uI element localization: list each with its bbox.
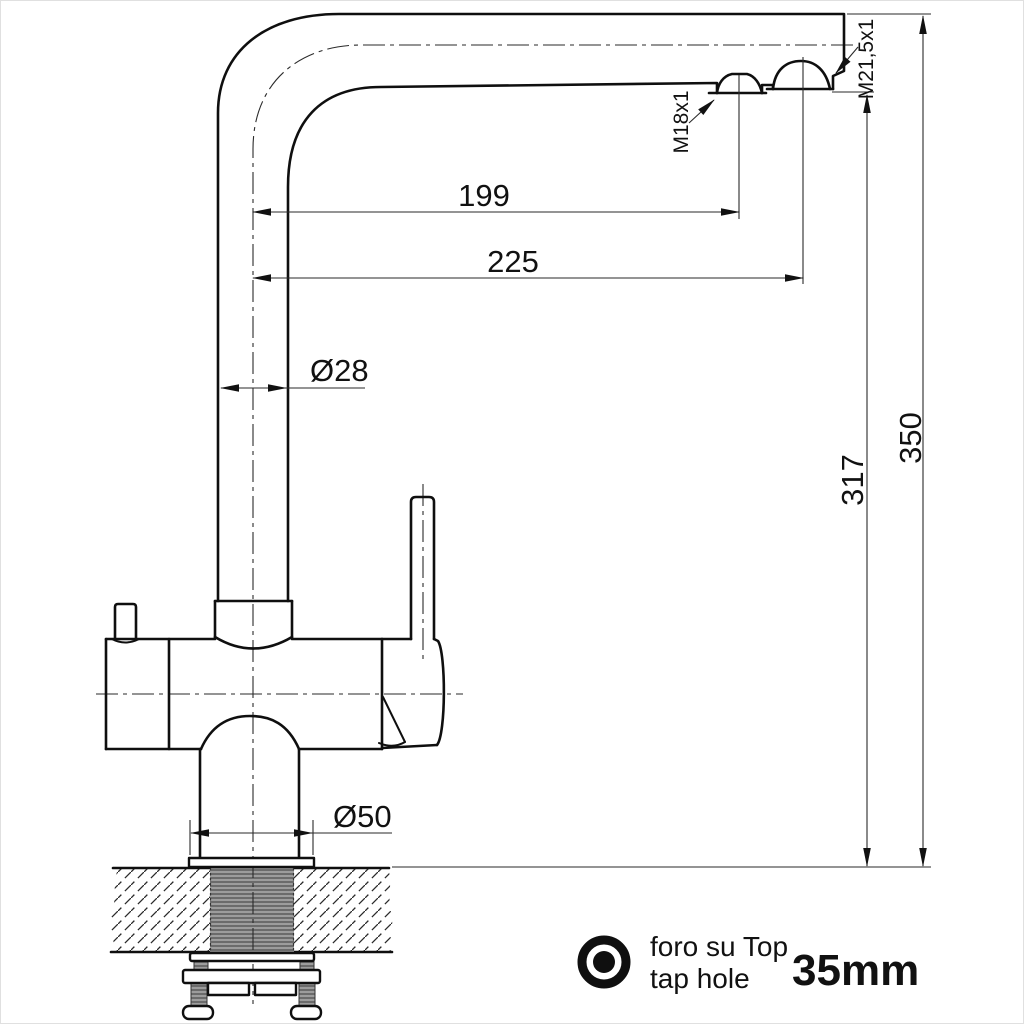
dim-label-d28: Ø28 <box>310 353 369 388</box>
centerlines <box>96 44 853 1004</box>
bracket-box-right <box>253 981 298 997</box>
dimension-350: 350 <box>893 15 928 867</box>
mounting-hardware <box>181 951 323 1021</box>
riser-collar <box>213 599 294 650</box>
body-dome <box>199 714 301 751</box>
threaded-shank <box>209 868 295 952</box>
dim-label-225: 225 <box>487 244 539 279</box>
mounting-stud-right <box>298 982 316 1009</box>
legend-hole-size: 35mm <box>792 946 919 995</box>
dim-label-d50: Ø50 <box>333 799 392 834</box>
thread-callout-m21: M21,5x1 <box>835 19 878 100</box>
bracket-box-left <box>206 981 251 997</box>
tap-hole-icon <box>577 935 631 989</box>
dim-label-350: 350 <box>893 412 928 464</box>
spout-inner <box>286 81 719 603</box>
aerator-bump-small <box>707 72 775 95</box>
mounting-stud-left <box>190 982 208 1009</box>
aerator-bump-large <box>765 59 835 91</box>
dimension-317: 317 <box>835 94 871 867</box>
extension-lines <box>189 13 931 868</box>
legend: foro su Top tap hole 35mm <box>577 931 919 995</box>
mounting-bracket <box>181 968 322 985</box>
spout-centerline <box>252 44 853 1004</box>
dimension-199: 199 <box>252 178 740 216</box>
washer-plate <box>188 951 316 963</box>
thread-label-m18: M18x1 <box>670 90 693 153</box>
faucet-body <box>104 12 846 869</box>
dim-label-199: 199 <box>458 178 510 213</box>
thread-callout-m18: M18x1 <box>670 90 715 154</box>
dimension-225: 225 <box>252 244 804 282</box>
mounting-foot-left <box>181 1004 215 1021</box>
mounting-foot-right <box>289 1004 323 1021</box>
legend-line-english: tap hole <box>650 963 750 994</box>
base-flange <box>187 856 316 869</box>
dimension-base-diameter: Ø50 <box>190 799 392 837</box>
legend-line-italian: foro su Top <box>650 931 788 962</box>
spout-outer <box>216 12 846 603</box>
thread-label-m21: M21,5x1 <box>855 19 878 100</box>
dim-label-317: 317 <box>835 454 870 506</box>
dimension-pipe-diameter: Ø28 <box>220 353 369 392</box>
control-lever <box>409 495 436 641</box>
valve-body <box>104 637 446 751</box>
left-knob <box>111 602 140 644</box>
